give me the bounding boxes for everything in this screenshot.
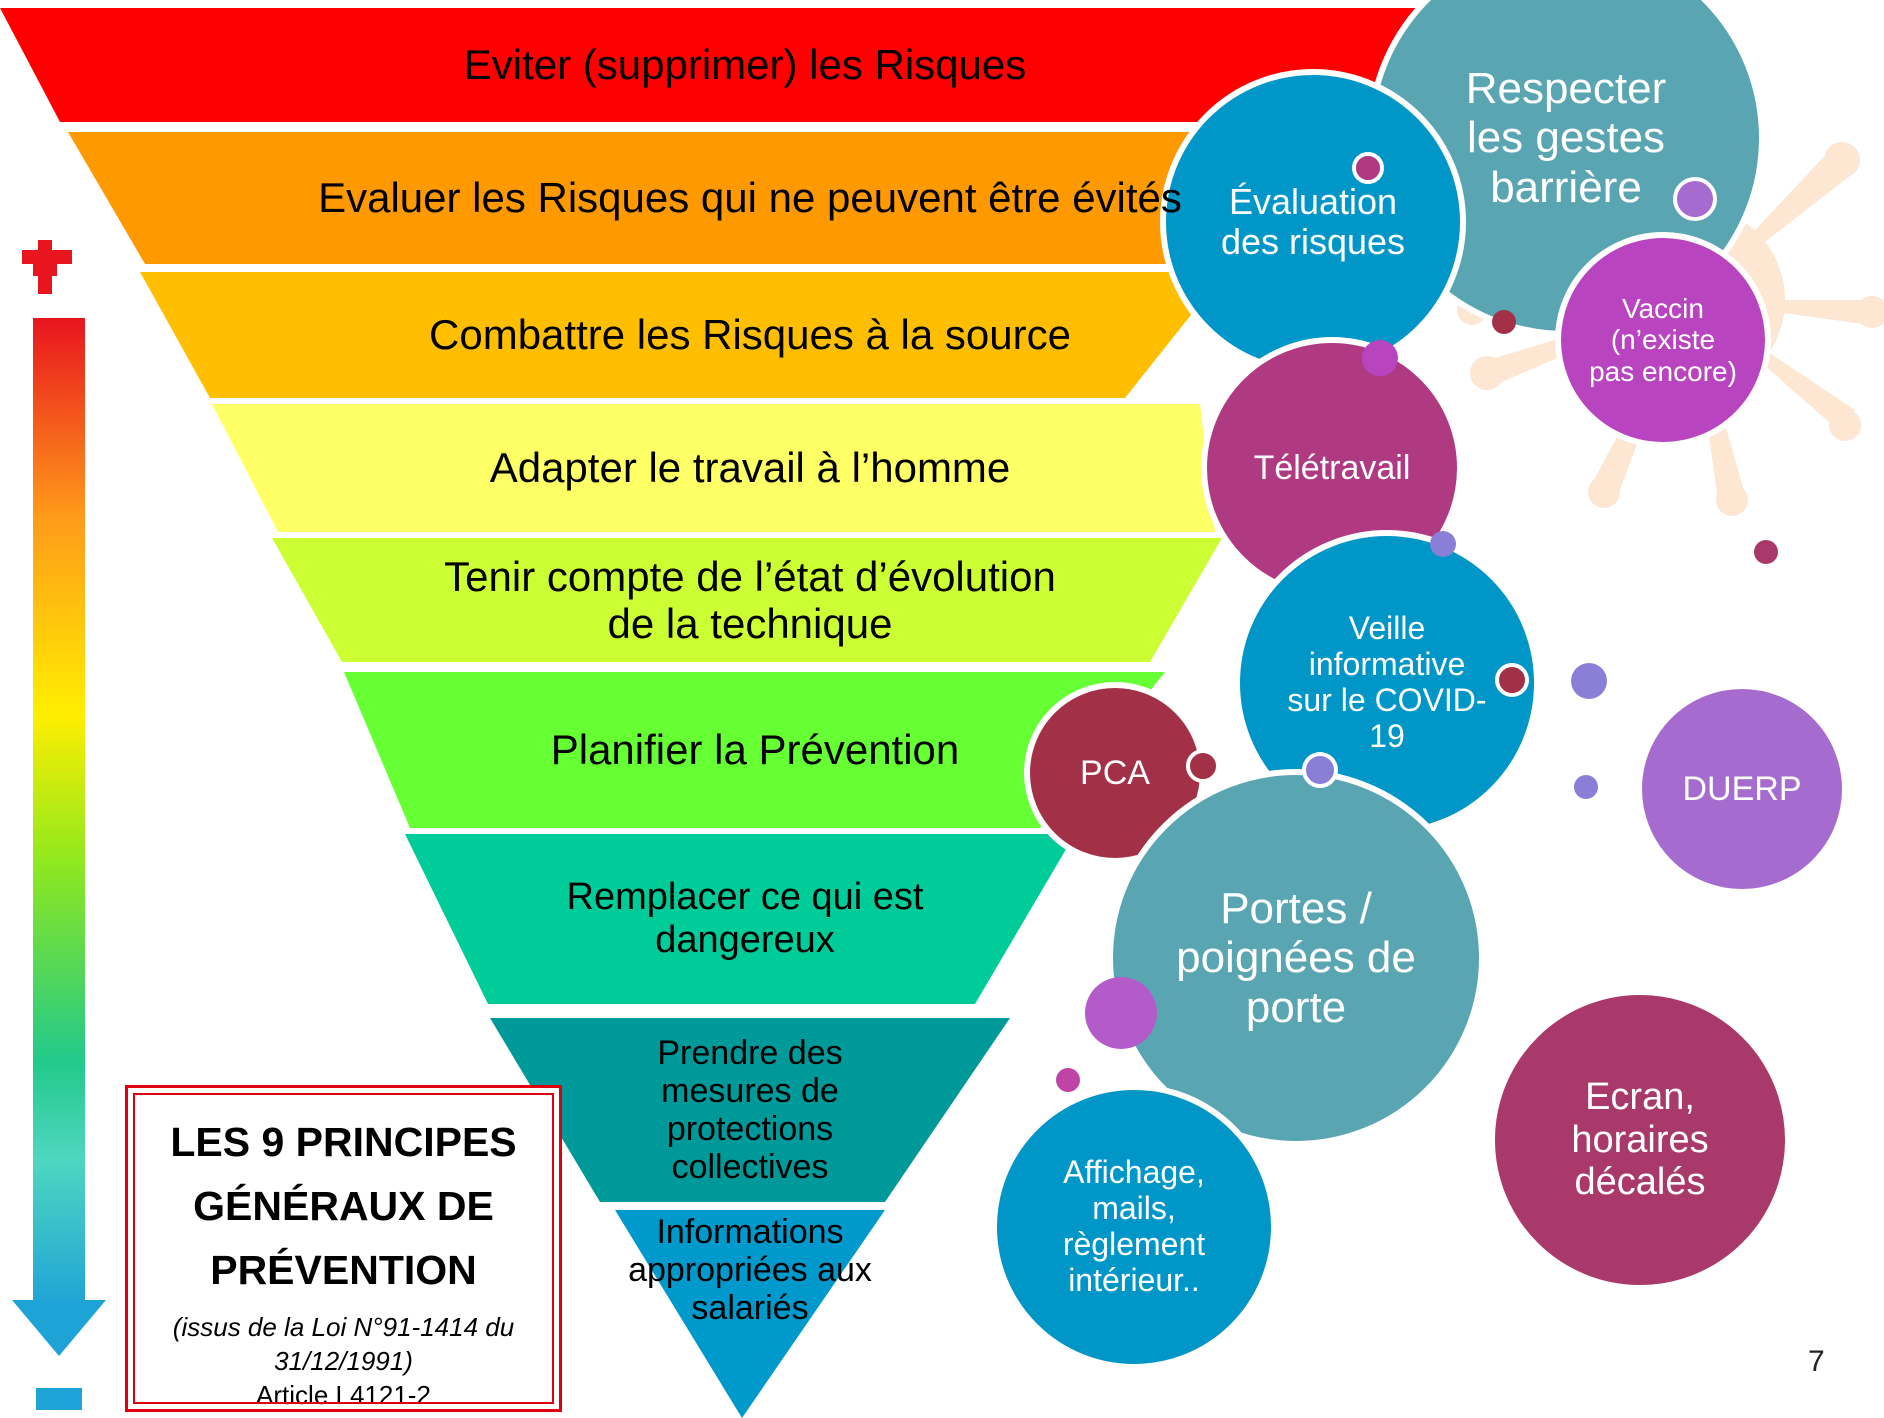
pyramid-level-9 [615, 1210, 885, 1418]
bubble-respecter-label: Respecter les gestes barrière [1465, 64, 1667, 212]
pyramid-level-8 [490, 1018, 1010, 1202]
info-box-article: Article L4121-2 [256, 1380, 431, 1410]
bubble-duerp-label: DUERP [1682, 769, 1802, 808]
principles-info-box: LES 9 PRINCIPES GÉNÉRAUX DE PRÉVENTION (… [125, 1085, 562, 1412]
pyramid-level-6 [344, 672, 1165, 828]
pyramid-level-3-label: Combattre les Risques à la source [429, 311, 1071, 359]
pyramid-level-6-label: Planifier la Prévention [550, 726, 960, 774]
info-box-title: LES 9 PRINCIPES GÉNÉRAUX DE PRÉVENTION [170, 1119, 517, 1293]
pyramid-level-7-label: Remplacer ce qui est dangereux [566, 876, 924, 961]
pyramid-level-3 [140, 272, 1225, 398]
page-number: 7 [1808, 1345, 1825, 1378]
scale-plus-sign-vertical [38, 240, 52, 294]
bubble-evaluation-label: Évaluation des risques [1220, 180, 1406, 262]
pyramid-level-8-label: Prendre des mesures de protections colle… [657, 1033, 843, 1187]
bubble-portes-label: Portes / poignées de porte [1176, 884, 1416, 1032]
severity-scale [12, 240, 106, 1410]
pyramid-level-5 [272, 538, 1222, 662]
principles-pyramid [0, 8, 1440, 1418]
bubble-affichage [991, 1084, 1277, 1370]
bubble-veille-label: Veille informative sur le COVID-19 [1287, 610, 1487, 754]
scale-minus-icon [36, 1388, 82, 1410]
pyramid-level-4 [212, 404, 1215, 532]
info-box-source: (issus de la Loi N°91-1414 du 31/12/1991… [172, 1312, 515, 1376]
bubble-ecran-label: Ecran, horaires décalés [1571, 1076, 1709, 1204]
bubble-affichage-label: Affichage, mails, règlement intérieur.. [1062, 1154, 1206, 1298]
scale-gradient-bar [33, 318, 85, 1308]
pyramid-level-7 [405, 834, 1075, 1004]
bubble-vaccin [1555, 232, 1771, 448]
pyramid-level-1 [0, 8, 1440, 122]
scale-arrow-head-icon [12, 1300, 106, 1356]
bubble-pca-label: PCA [1080, 753, 1150, 792]
measures-bubbles [991, 0, 1848, 1370]
pyramid-level-2-label: Evaluer les Risques qui ne peuvent être … [318, 174, 1182, 222]
pyramid-level-9-label: Informations appropriées aux salariés [628, 1212, 872, 1328]
bubble-ecran [1489, 989, 1791, 1291]
bubble-teletravail-label: Télétravail [1253, 448, 1411, 487]
bubble-portes [1107, 769, 1485, 1147]
bubble-duerp [1636, 683, 1848, 895]
pyramid-level-1-label: Eviter (supprimer) les Risques [463, 41, 1027, 89]
pyramid-level-4-label: Adapter le travail à l’homme [489, 444, 1011, 492]
decorative-dots [1056, 152, 1778, 1092]
pyramid-level-2 [68, 132, 1345, 264]
bubble-vaccin-label: Vaccin (n’existe pas encore) [1589, 292, 1737, 387]
scale-plus-icon [22, 250, 72, 264]
pyramid-level-5-label: Tenir compte de l’état d’évolution de la… [444, 552, 1056, 647]
